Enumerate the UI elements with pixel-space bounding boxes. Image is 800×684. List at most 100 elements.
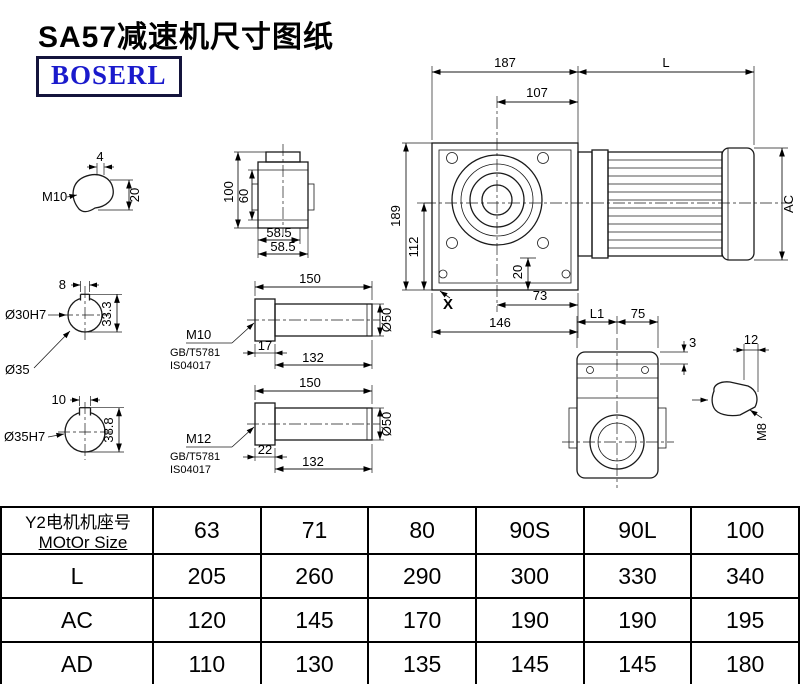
dim-107: 107 xyxy=(497,85,578,105)
key-section-shape xyxy=(72,174,114,213)
dim-value: 180 xyxy=(690,641,800,684)
thread-label-m12: M12 xyxy=(186,431,211,446)
motor-flange xyxy=(577,151,593,257)
dim-flange-100: 100 xyxy=(221,181,236,203)
thread-label-m10: M10 xyxy=(186,327,211,342)
dim-73: 73 xyxy=(497,288,579,310)
label-bore30: Ø30H7 xyxy=(5,307,46,322)
dim-shaft10-17: 17 xyxy=(243,338,287,357)
standard-iso4017-b: IS04017 xyxy=(170,464,211,476)
dim-value: 145 xyxy=(582,641,693,684)
technical-drawings: 4 20 M10 xyxy=(4,55,796,488)
dim-shaft12-length: 150 xyxy=(299,375,321,390)
label-thread-m12: M12 GB/T5781 IS04017 xyxy=(170,426,255,476)
dim-shaft12-150: 150 xyxy=(254,375,373,404)
dim-value: 145 xyxy=(259,597,370,643)
view-marker-x: X xyxy=(439,290,453,313)
thread-label-m8: M8 xyxy=(754,423,769,441)
dim-flange-585a: 58.5 xyxy=(266,225,291,240)
dim-value: 130 xyxy=(259,641,370,684)
dim-189: 189 xyxy=(388,142,432,291)
dim-value: 110 xyxy=(152,641,262,684)
dim-shaft12-132: 132 xyxy=(274,444,373,473)
dim-shaft10-132: 132 xyxy=(302,350,324,365)
dim-value: 205 xyxy=(152,553,262,599)
motor-bell xyxy=(591,149,609,259)
dim-main-L: L xyxy=(662,55,669,70)
gearbox-front-view: L1 75 3 xyxy=(562,306,696,488)
motor-size-value: 90L xyxy=(582,506,693,555)
dim-value: 290 xyxy=(367,553,477,599)
dim-hub-585b: 58.5 xyxy=(258,228,309,258)
label-thread-m10-top: M10 xyxy=(42,189,78,204)
dim-keydepth-388: 38.8 xyxy=(88,407,124,453)
dim-key-width: 4 xyxy=(87,149,114,175)
dim-75: 75 xyxy=(617,306,659,348)
dim-value: 195 xyxy=(690,597,800,643)
dim-value: 135 xyxy=(367,641,477,684)
motor-dimension-table: Y2电机机座号 MOtOr Size 63 71 80 90S 90L 100 … xyxy=(0,506,800,684)
table-row-AD: AD 110 130 135 145 145 180 xyxy=(0,641,800,684)
shaft-key-section-right-view: 12 M8 xyxy=(692,332,769,441)
motor-fins xyxy=(608,159,722,249)
dim-keyway-8: 8 xyxy=(59,277,99,292)
dim-hub-60: 60 xyxy=(236,169,258,221)
dim-value: 170 xyxy=(367,597,477,643)
dim-value: 330 xyxy=(582,553,693,599)
dim-3: 3 xyxy=(660,335,696,375)
dim-value: 190 xyxy=(582,597,693,643)
motor-size-label-en: MOtOr Size xyxy=(38,533,128,552)
dim-shaft10-dia50: Ø50 xyxy=(372,303,394,337)
row-label-AD: AD xyxy=(0,641,154,684)
output-shaft-m10-view: 150 M10 GB/T5781 IS04017 17 xyxy=(170,271,394,372)
output-hub-side-view: 100 60 58.5 58.5 xyxy=(221,144,315,258)
dim-187: 187 xyxy=(431,55,579,148)
dim-shaft10-length: 150 xyxy=(299,271,321,286)
dim-front-L1: L1 xyxy=(590,306,604,321)
view-label-x: X xyxy=(443,296,453,313)
standard-iso4017-a: IS04017 xyxy=(170,360,211,372)
dim-main-AC: AC xyxy=(781,195,796,213)
dim-146: 146 xyxy=(431,293,579,338)
motor-size-value: 100 xyxy=(690,506,800,555)
motor-size-header-cell: Y2电机机座号 MOtOr Size xyxy=(0,506,154,555)
dim-front-75: 75 xyxy=(631,306,645,321)
dim-flange-585b: 58.5 xyxy=(270,239,295,254)
key-section-right-shape xyxy=(711,381,758,417)
gearmotor-side-view: 187 L 107 189 112 xyxy=(388,55,796,338)
motor-size-value: 71 xyxy=(259,506,370,555)
table-header-row: Y2电机机座号 MOtOr Size 63 71 80 90S 90L 100 xyxy=(0,506,800,555)
dim-main-112: 112 xyxy=(406,237,421,258)
table-row-L: L 205 260 290 300 330 340 xyxy=(0,553,800,599)
label-thread-m10: M10 GB/T5781 IS04017 xyxy=(170,322,255,372)
dim-main-20: 20 xyxy=(510,265,525,279)
dim-main-189: 189 xyxy=(388,205,403,227)
dim-shaft12-22: 22 xyxy=(243,442,287,461)
shaft-key-section-top-view: 4 20 M10 xyxy=(42,149,142,213)
dim-bore30-keywidth: 8 xyxy=(59,277,66,292)
dim-shaft12-22: 22 xyxy=(258,442,272,457)
motor-size-value: 63 xyxy=(152,506,262,555)
motor-size-label-cn: Y2电机机座号 xyxy=(25,513,131,532)
dim-bore35-keywidth: 10 xyxy=(52,392,66,407)
dim-shaft12-dia50: Ø50 xyxy=(372,407,394,441)
page-title: SA57减速机尺寸图纸 xyxy=(38,21,335,54)
dim-hub-100: 100 xyxy=(221,151,266,229)
label-outer-dia-35: Ø35 xyxy=(5,362,30,377)
dim-front-3: 3 xyxy=(689,335,696,350)
output-shaft-m12-view: 150 M12 GB/T5781 IS04017 22 xyxy=(170,375,394,476)
dim-20: 20 xyxy=(510,257,536,290)
dim-value: 260 xyxy=(259,553,370,599)
dim-value: 145 xyxy=(474,641,585,684)
hollow-shaft-bore-30-view: 8 Ø30H7 33.3 Ø35 xyxy=(5,277,122,377)
dim-bore30-keydepth: 33.3 xyxy=(99,301,114,326)
standard-gbt5781-b: GB/T5781 xyxy=(170,451,220,463)
dim-key-height: 20 xyxy=(98,179,142,211)
label-thread-m8: M8 xyxy=(749,409,769,441)
motor-size-value: 90S xyxy=(474,506,585,555)
label-bore35: Ø35H7 xyxy=(4,429,45,444)
label-bore-30: Ø30H7 xyxy=(5,307,67,322)
dim-shaft10-150: 150 xyxy=(254,271,373,300)
dim-shaft10-132: 132 xyxy=(274,340,373,369)
